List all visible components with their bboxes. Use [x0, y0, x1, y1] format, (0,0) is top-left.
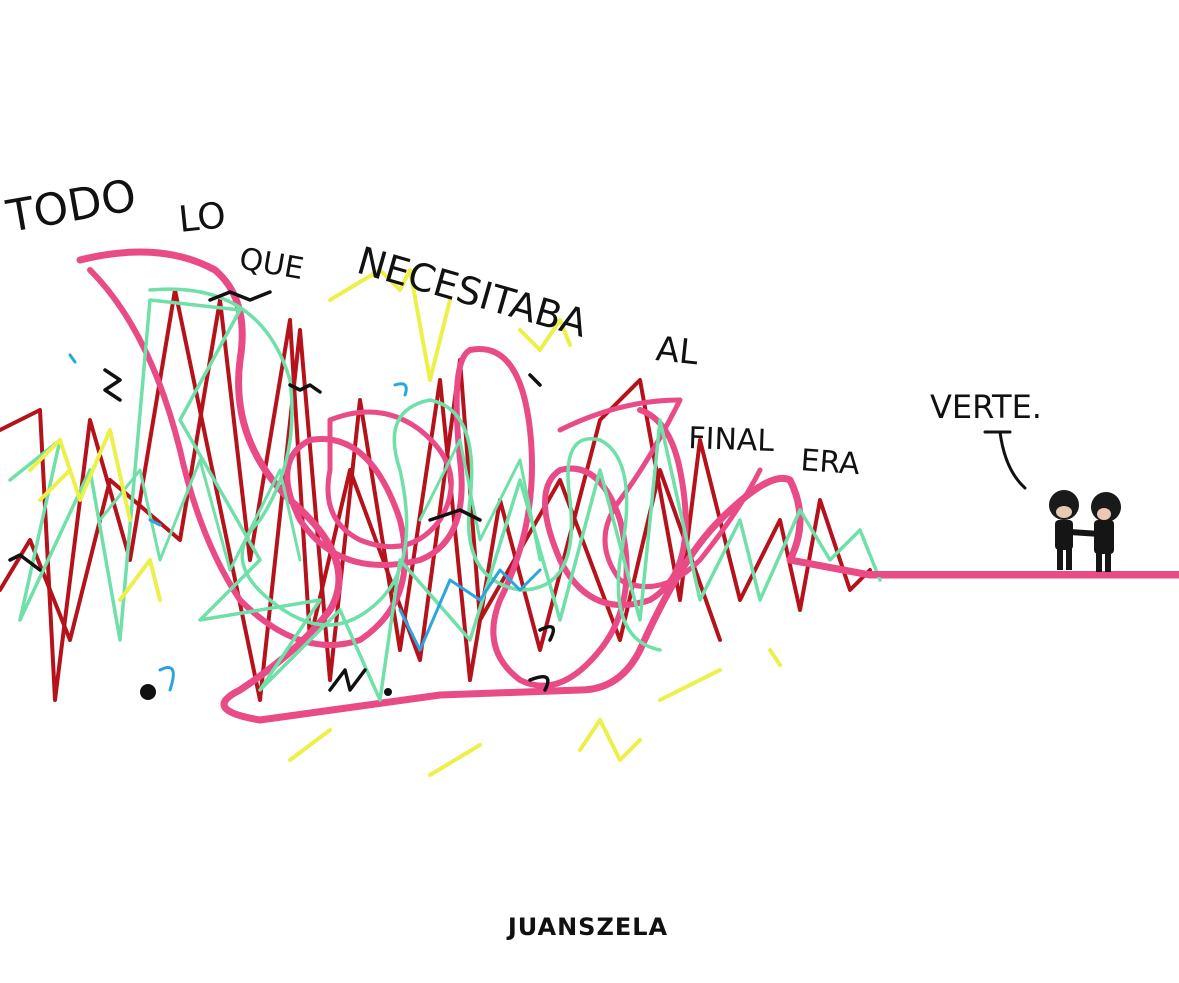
artist-signature: JUANSZELA: [506, 913, 668, 941]
embracing-couple-icon: [1049, 490, 1121, 572]
ink-dot: [384, 688, 392, 696]
caption-word: LO: [177, 195, 228, 241]
yellow-scribble: [118, 558, 782, 777]
yellow-scribble: [28, 428, 132, 522]
mint-scribble: [148, 287, 662, 652]
ink-dot: [140, 684, 156, 700]
pink-scribble: [87, 267, 689, 689]
red-scribble: [0, 288, 872, 702]
scribble-tangle: [0, 248, 1179, 777]
pink-scribble: [325, 409, 454, 550]
caption-word: AL: [654, 329, 700, 373]
ink-scribble: [8, 290, 556, 692]
mint-scribble: [8, 298, 882, 702]
yellow-scribble: [518, 318, 572, 352]
pink-scribble: [557, 397, 763, 590]
caption: TODO LO QUE NECESITABA AL FINAL ERA VERT…: [2, 170, 1042, 490]
yellow-scribble: [328, 268, 452, 382]
caption-word: FINAL: [688, 421, 775, 459]
caption-word: TODO: [2, 170, 140, 243]
mint-scribble: [98, 438, 542, 572]
caption-word: QUE: [237, 241, 307, 287]
speech-pointer: [983, 430, 1027, 490]
caption-word: ERA: [799, 443, 861, 482]
blue-scribble: [68, 353, 542, 692]
caption-ending: VERTE.: [930, 388, 1042, 426]
caption-word: NECESITABA: [353, 238, 593, 346]
